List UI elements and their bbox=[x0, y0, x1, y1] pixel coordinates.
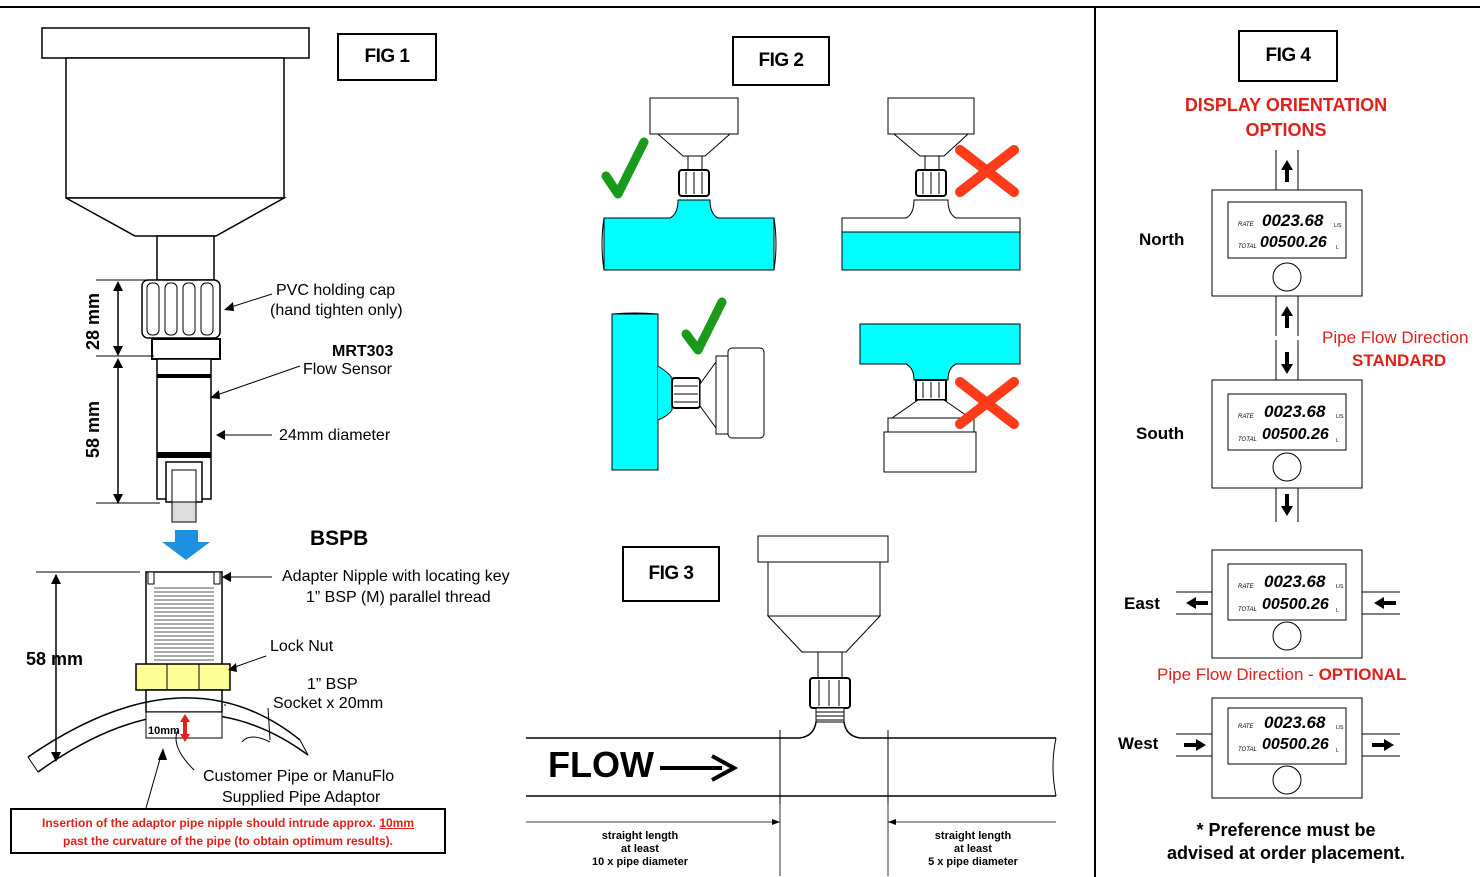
pipe-flow-optional-2: OPTIONAL bbox=[1318, 665, 1407, 684]
east-total-value: 00500.26 bbox=[1262, 596, 1329, 613]
pipe-flow-optional: Pipe Flow Direction - OPTIONAL bbox=[1157, 665, 1406, 685]
fig3-right-length-2: at least bbox=[954, 843, 992, 855]
fig4-title: FIG 4 bbox=[1238, 30, 1338, 82]
right-panel-divider bbox=[1094, 6, 1096, 877]
label-pvc-cap-2: (hand tighten only) bbox=[270, 302, 403, 319]
south-rate-label: RATE bbox=[1238, 414, 1254, 420]
west-rate-label: RATE bbox=[1238, 724, 1254, 730]
label-east: East bbox=[1124, 594, 1160, 613]
south-total-label: TOTAL bbox=[1238, 437, 1257, 443]
insertion-note-line-2: past the curvature of the pipe (to obtai… bbox=[62, 834, 394, 848]
fig1-title: FIG 1 bbox=[337, 33, 437, 81]
west-rate-unit: L/S bbox=[1336, 725, 1344, 731]
fig2-orientation-diagram bbox=[601, 97, 1021, 473]
label-north: North bbox=[1139, 230, 1185, 249]
north-total-value: 00500.26 bbox=[1260, 234, 1327, 251]
west-total-label: TOTAL bbox=[1238, 747, 1257, 753]
insertion-note-line-1: Insertion of the adaptor pipe nipple sho… bbox=[41, 816, 415, 830]
label-south: South bbox=[1136, 424, 1185, 443]
west-total-value: 00500.26 bbox=[1262, 736, 1329, 753]
east-rate-unit: L/S bbox=[1336, 584, 1344, 590]
north-rate-label: RATE bbox=[1238, 222, 1254, 228]
label-pipe-1: Customer Pipe or ManuFlo bbox=[203, 768, 395, 785]
fig3-right-length-3: 5 x pipe diameter bbox=[928, 856, 1018, 868]
pipe-flow-standard-2: STANDARD bbox=[1352, 351, 1447, 370]
east-rate-value: 0023.68 bbox=[1264, 572, 1326, 591]
label-sensor-model: MRT303 bbox=[332, 343, 394, 360]
south-display: RATE 0023.68 L/S TOTAL 00500.26 L bbox=[1232, 400, 1344, 448]
label-west: West bbox=[1118, 734, 1159, 753]
north-total-unit: L bbox=[1336, 245, 1339, 251]
label-pvc-cap-1: PVC holding cap bbox=[276, 282, 396, 299]
fig1-sensor-diagram bbox=[27, 27, 310, 809]
label-socket-1: 1” BSP bbox=[307, 676, 358, 693]
fig1-dim-28mm: 28 mm bbox=[83, 292, 103, 350]
label-adapter-1: Adapter Nipple with locating key bbox=[282, 568, 510, 585]
fig3-left-length-3: 10 x pipe diameter bbox=[592, 856, 688, 868]
north-rate-unit: L/S bbox=[1334, 223, 1342, 229]
fig1-dim-adapter: 58 mm bbox=[26, 649, 84, 669]
west-rate-value: 0023.68 bbox=[1264, 713, 1326, 732]
fig1-dim-58mm: 58 mm bbox=[83, 400, 103, 458]
fig4-display-orientations bbox=[1176, 150, 1400, 799]
east-display: RATE 0023.68 L/S TOTAL 00500.26 L bbox=[1232, 570, 1344, 618]
label-sensor-name: Flow Sensor bbox=[303, 361, 392, 378]
south-rate-unit: L/S bbox=[1336, 414, 1344, 420]
south-total-unit: L bbox=[1336, 438, 1339, 444]
east-total-label: TOTAL bbox=[1238, 607, 1257, 613]
pipe-flow-optional-1: Pipe Flow Direction - bbox=[1157, 665, 1319, 684]
label-bspb: BSPB bbox=[310, 527, 369, 550]
label-adapter-2: 1” BSP (M) parallel thread bbox=[306, 589, 491, 606]
fig3-left-length-1: straight length bbox=[601, 830, 679, 842]
label-socket-2: Socket x 20mm bbox=[273, 695, 384, 712]
label-10mm: 10mm bbox=[148, 725, 180, 737]
label-pipe-2: Supplied Pipe Adaptor bbox=[222, 789, 381, 806]
east-rate-label: RATE bbox=[1238, 584, 1254, 590]
fig3-flow-label: FLOW bbox=[548, 744, 654, 785]
fig2-title: FIG 2 bbox=[732, 36, 830, 86]
fig3-right-length: straight length at least 5 x pipe diamet… bbox=[898, 830, 1048, 869]
west-total-unit: L bbox=[1336, 748, 1339, 754]
fig3-left-length: straight length at least 10 x pipe diame… bbox=[560, 830, 720, 869]
fig3-right-length-1: straight length bbox=[934, 830, 1012, 842]
north-display: RATE 0023.68 L/S TOTAL 00500.26 L bbox=[1232, 210, 1344, 258]
west-display: RATE 0023.68 L/S TOTAL 00500.26 L bbox=[1232, 712, 1344, 760]
label-diameter: 24mm diameter bbox=[279, 427, 391, 444]
insertion-note-box: Insertion of the adaptor pipe nipple sho… bbox=[10, 808, 446, 854]
south-rate-value: 0023.68 bbox=[1264, 402, 1326, 421]
fig4-heading-2: OPTIONS bbox=[1245, 120, 1327, 140]
label-lock-nut: Lock Nut bbox=[270, 638, 334, 655]
fig3-left-length-2: at least bbox=[621, 843, 659, 855]
preference-note-1: * Preference must be bbox=[1196, 820, 1376, 840]
fig3-pipe-diagram bbox=[526, 535, 1057, 876]
south-total-value: 00500.26 bbox=[1262, 426, 1329, 443]
north-rate-value: 0023.68 bbox=[1262, 211, 1324, 230]
east-total-unit: L bbox=[1336, 608, 1339, 614]
top-border bbox=[0, 6, 1480, 8]
fig3-title: FIG 3 bbox=[622, 546, 720, 602]
fig4-heading-1: DISPLAY ORIENTATION bbox=[1184, 95, 1388, 115]
pipe-flow-standard-1: Pipe Flow Direction bbox=[1322, 328, 1469, 347]
preference-note-2: advised at order placement. bbox=[1166, 843, 1406, 863]
north-total-label: TOTAL bbox=[1238, 244, 1257, 250]
